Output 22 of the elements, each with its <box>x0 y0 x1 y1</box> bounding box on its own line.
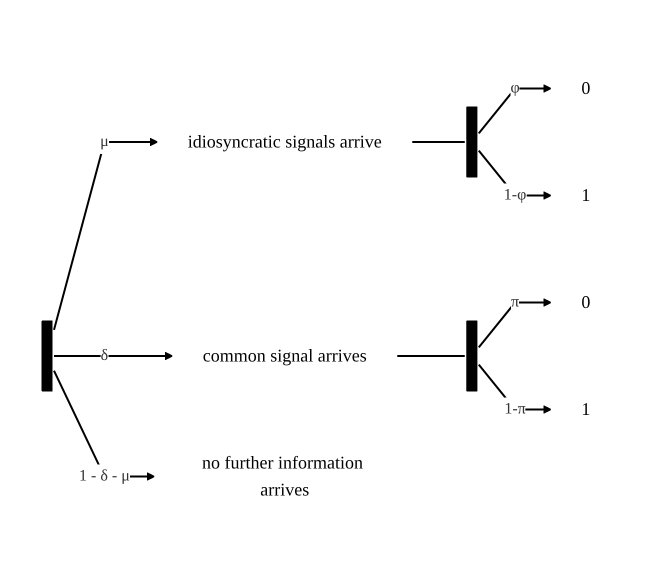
node-text: 1 <box>581 399 590 420</box>
connector <box>412 141 465 144</box>
connector <box>396 355 465 358</box>
arrow <box>478 298 552 348</box>
node-text: 0 <box>581 292 590 312</box>
node-text: 0 <box>581 78 590 98</box>
node-text: 1 <box>581 185 590 206</box>
edge-label: 1 - δ - μ <box>78 468 130 485</box>
edge-label: δ <box>100 347 108 364</box>
arrow <box>478 84 552 134</box>
edge-label: π <box>510 294 519 311</box>
arrow <box>52 138 158 330</box>
arrow <box>478 150 552 200</box>
edge-label: φ <box>510 80 520 97</box>
node-text: idiosyncratic signals arrive <box>188 132 382 152</box>
arrow <box>478 364 552 414</box>
edge-label: 1-π <box>504 400 526 418</box>
edge-label: μ <box>100 133 109 150</box>
arrow <box>54 352 174 361</box>
node-text: common signal arrives <box>202 346 367 366</box>
edge-label: 1-φ <box>504 186 526 204</box>
node-text: no further information arrives <box>202 452 363 500</box>
